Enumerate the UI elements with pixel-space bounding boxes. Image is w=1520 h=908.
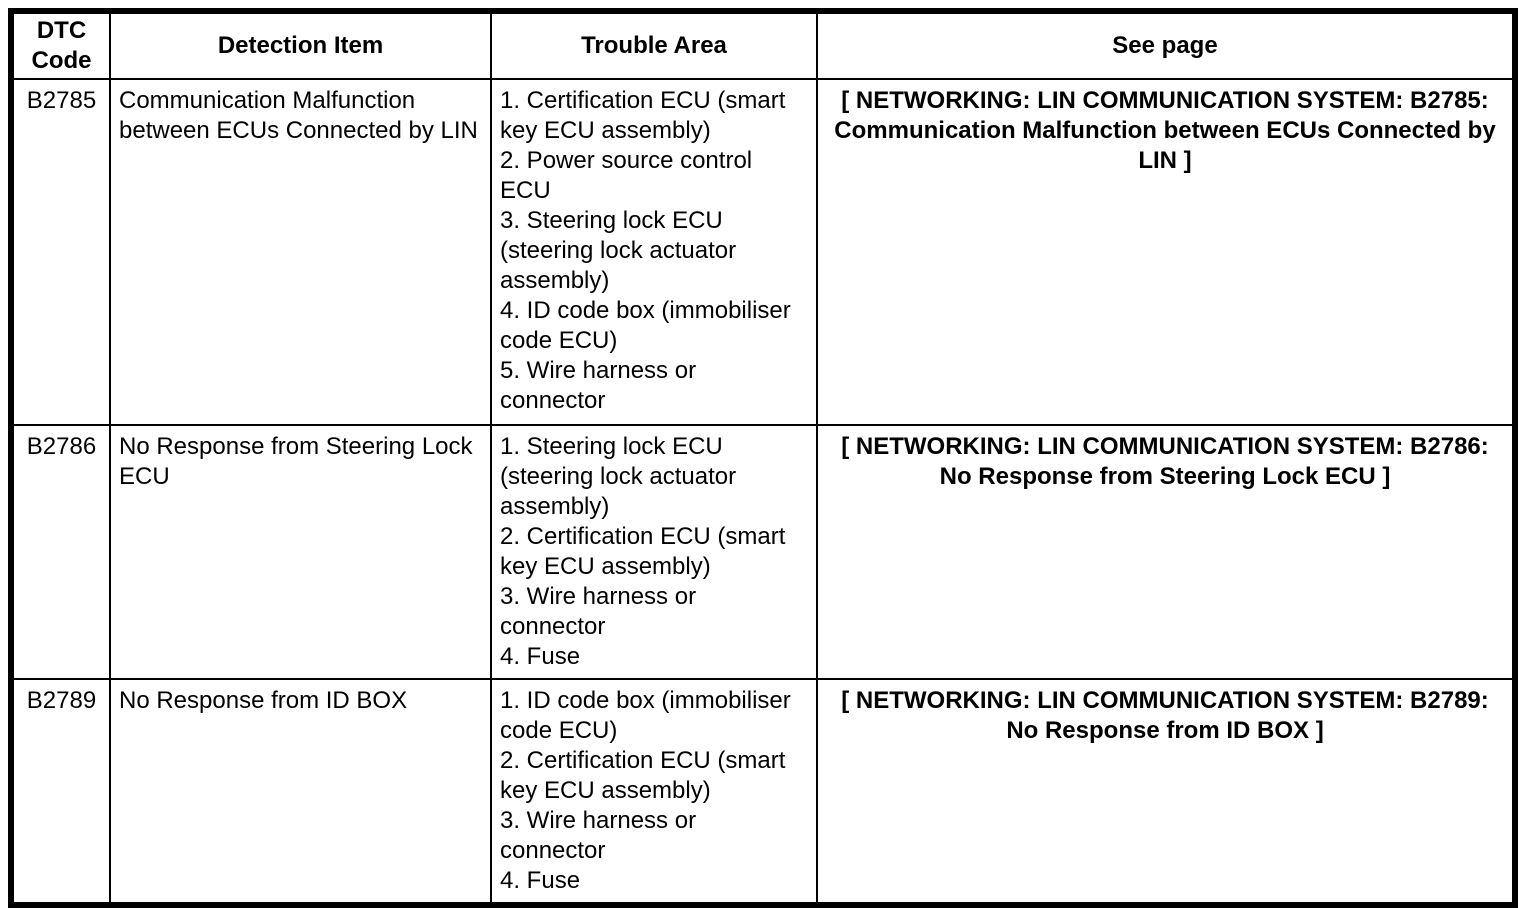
table-row: B2786 No Response from Steering Lock ECU… xyxy=(10,424,1516,680)
dtc-table: DTC Code Detection Item Trouble Area See… xyxy=(8,8,1518,908)
detection-item-cell: No Response from ID BOX xyxy=(109,678,492,906)
table-row: B2785 Communication Malfunction between … xyxy=(10,78,1516,426)
dtc-code-cell: B2786 xyxy=(10,424,111,680)
see-page-link[interactable]: [ NETWORKING: LIN COMMUNICATION SYSTEM: … xyxy=(816,424,1516,680)
dtc-code-cell: B2785 xyxy=(10,78,111,426)
header-row: DTC Code Detection Item Trouble Area See… xyxy=(10,10,1516,80)
header-dtc-code: DTC Code xyxy=(10,10,111,80)
table-row: B2789 No Response from ID BOX 1. ID code… xyxy=(10,678,1516,906)
trouble-area-cell: 1. ID code box (immobiliser code ECU) 2.… xyxy=(490,678,818,906)
header-trouble-area: Trouble Area xyxy=(490,10,818,80)
detection-item-cell: No Response from Steering Lock ECU xyxy=(109,424,492,680)
trouble-area-cell: 1. Certification ECU (smart key ECU asse… xyxy=(490,78,818,426)
detection-item-cell: Communication Malfunction between ECUs C… xyxy=(109,78,492,426)
see-page-link[interactable]: [ NETWORKING: LIN COMMUNICATION SYSTEM: … xyxy=(816,678,1516,906)
header-see-page: See page xyxy=(816,10,1516,80)
trouble-area-cell: 1. Steering lock ECU (steering lock actu… xyxy=(490,424,818,680)
see-page-link[interactable]: [ NETWORKING: LIN COMMUNICATION SYSTEM: … xyxy=(816,78,1516,426)
header-detection-item: Detection Item xyxy=(109,10,492,80)
dtc-code-cell: B2789 xyxy=(10,678,111,906)
